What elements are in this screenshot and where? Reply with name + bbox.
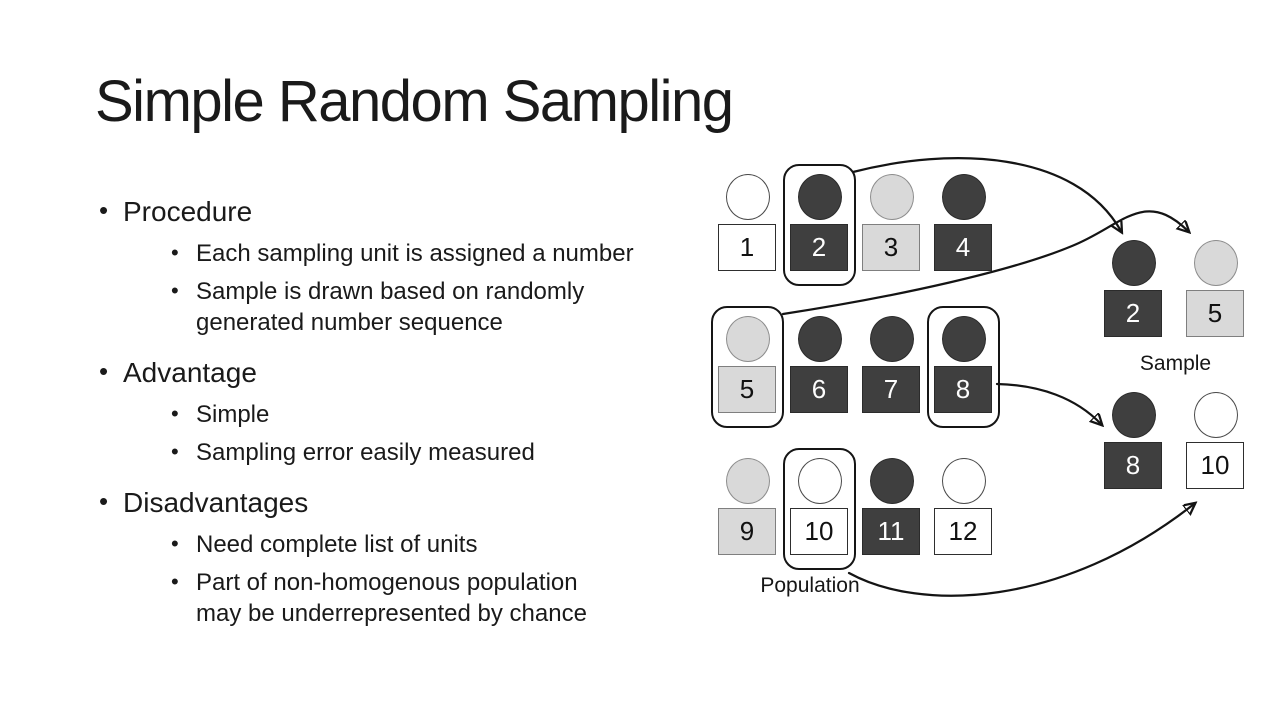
unit-number: 5 (718, 366, 776, 413)
unit-number: 7 (862, 366, 920, 413)
sample-unit-2: 2 (1097, 230, 1170, 352)
sample-group-2: 8 10 (1097, 382, 1257, 502)
bullet-group-procedure: Procedure Each sampling unit is assigned… (97, 192, 722, 338)
sub-bullet: Sample is drawn based on randomly genera… (169, 275, 722, 338)
person-head-icon (798, 458, 842, 504)
person-head-icon (726, 316, 770, 362)
population-unit-5: 5 (711, 306, 784, 428)
arrow-unit8-to-sample (995, 382, 1101, 424)
bullet-group-disadvantages: Disadvantages Need complete list of unit… (97, 483, 722, 629)
unit-number: 10 (790, 508, 848, 555)
person-head-icon (726, 174, 770, 220)
sample-unit-5: 5 (1179, 230, 1252, 352)
population-unit-9: 9 (711, 448, 784, 570)
sample-unit-10: 10 (1179, 382, 1252, 504)
bullet-group-advantage: Advantage Simple Sampling error easily m… (97, 353, 722, 468)
population-unit-10: 10 (783, 448, 856, 570)
sub-bullet: Each sampling unit is assigned a number (169, 237, 722, 269)
unit-number: 8 (1104, 442, 1162, 489)
person-head-icon (1194, 392, 1238, 438)
bullet-list: Procedure Each sampling unit is assigned… (97, 192, 722, 644)
unit-number: 9 (718, 508, 776, 555)
sub-bullet: Part of non-homogenous population may be… (169, 566, 722, 629)
population-unit-11: 11 (855, 448, 928, 570)
bullet-advantage: Advantage (97, 353, 722, 389)
person-head-icon (942, 316, 986, 362)
sub-bullet: Sampling error easily measured (169, 436, 722, 468)
bullet-procedure: Procedure (97, 192, 722, 228)
unit-number: 3 (862, 224, 920, 271)
person-head-icon (726, 458, 770, 504)
sub-bullet: Need complete list of units (169, 528, 722, 560)
person-head-icon (1194, 240, 1238, 286)
sample-unit-8: 8 (1097, 382, 1170, 504)
unit-number: 12 (934, 508, 992, 555)
person-head-icon (870, 458, 914, 504)
unit-number: 8 (934, 366, 992, 413)
population-unit-2: 2 (783, 164, 856, 286)
unit-number: 11 (862, 508, 920, 555)
unit-number: 2 (790, 224, 848, 271)
slide-title: Simple Random Sampling (95, 69, 734, 134)
population-unit-8: 8 (927, 306, 1000, 428)
unit-number: 4 (934, 224, 992, 271)
population-grid: 1 2 3 4 5 6 7 8 (711, 164, 1006, 604)
unit-number: 10 (1186, 442, 1244, 489)
person-head-icon (870, 316, 914, 362)
sample-group-1: 2 5 (1097, 230, 1257, 350)
sample-label: Sample (1139, 352, 1212, 375)
person-head-icon (870, 174, 914, 220)
person-head-icon (798, 174, 842, 220)
person-head-icon (942, 458, 986, 504)
unit-number: 6 (790, 366, 848, 413)
person-head-icon (798, 316, 842, 362)
bullet-disadvantages: Disadvantages (97, 483, 722, 519)
population-label: Population (760, 574, 860, 597)
population-unit-12: 12 (927, 448, 1000, 570)
unit-number: 5 (1186, 290, 1244, 337)
population-unit-6: 6 (783, 306, 856, 428)
person-head-icon (1112, 392, 1156, 438)
person-head-icon (1112, 240, 1156, 286)
unit-number: 1 (718, 224, 776, 271)
sub-bullet: Simple (169, 398, 722, 430)
unit-number: 2 (1104, 290, 1162, 337)
population-unit-7: 7 (855, 306, 928, 428)
population-unit-1: 1 (711, 164, 784, 286)
population-unit-4: 4 (927, 164, 1000, 286)
person-head-icon (942, 174, 986, 220)
population-unit-3: 3 (855, 164, 928, 286)
